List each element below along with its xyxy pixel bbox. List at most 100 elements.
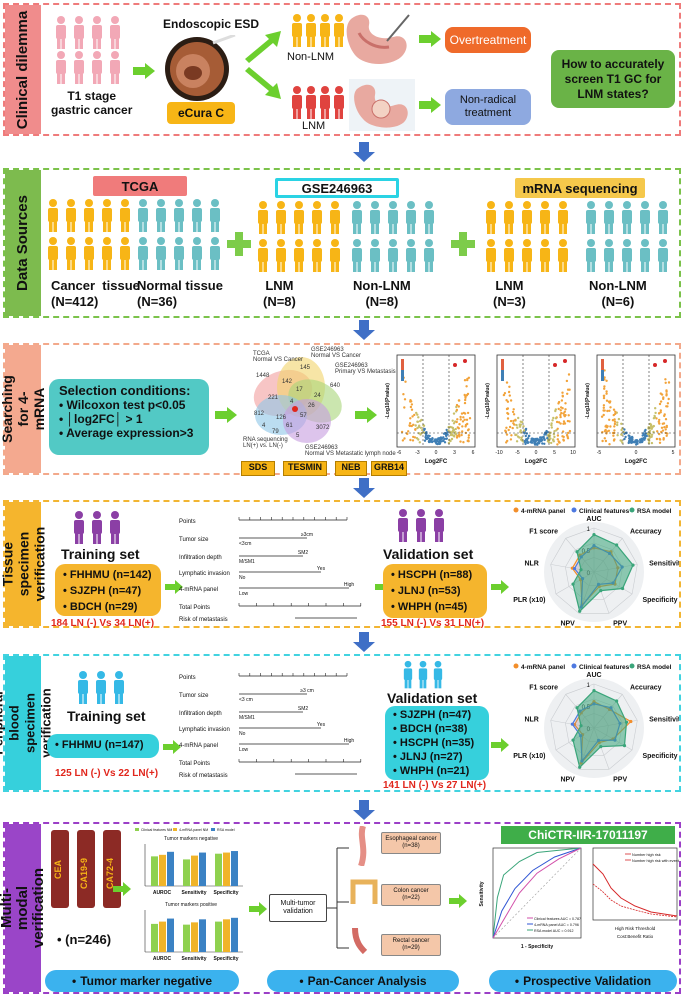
arrow-right-icon [491, 580, 509, 594]
volcano-point [554, 417, 558, 420]
roc-curve [492, 847, 582, 939]
volcano-point [561, 391, 564, 394]
volcano-point [410, 408, 414, 411]
volcano-point [409, 438, 412, 442]
validation-people-icon [403, 660, 443, 689]
endoscopy-image [165, 35, 236, 101]
x-tick-label: 3 [453, 450, 456, 456]
volcano-point [667, 397, 670, 401]
nomogram-row-label: 4-mRNA panel [179, 587, 218, 593]
venn-label-4: RNA sequencing LN(+) vs. LN(-) [243, 437, 288, 449]
volcano-point [620, 433, 623, 436]
volcano-point [529, 441, 532, 444]
volcano-point [556, 438, 559, 441]
volcano-point [464, 398, 467, 402]
covariate-level: High [344, 582, 355, 588]
venn-label-2: GSE246963 Normal VS Cancer [311, 347, 362, 359]
volcano-point [445, 428, 448, 432]
volcano-point [556, 427, 559, 430]
volcano-point [628, 436, 632, 439]
x-tick-label: 0 [435, 450, 438, 456]
volcano-point [650, 433, 654, 436]
volcano-point [443, 437, 446, 441]
venn-count: 61 [286, 423, 293, 429]
bar [159, 921, 166, 952]
volcano-point [459, 440, 462, 443]
volcano-point [557, 402, 560, 405]
volcano-point [523, 432, 526, 435]
validation-item: • JLNJ (n=27) [393, 751, 463, 763]
volcano-point [602, 394, 606, 397]
condition-text: Wilcoxon test p<0.05 [66, 398, 186, 412]
volcano-point [506, 407, 510, 410]
volcano-point [664, 418, 668, 421]
volcano-point [511, 410, 515, 414]
volcano-point [427, 440, 431, 444]
arrow-right-icon [449, 894, 467, 908]
volcano-point [508, 394, 511, 397]
volcano-point [524, 434, 527, 438]
question-box: How to accurately screen T1 GC for LNM s… [551, 50, 675, 108]
validation-item: • WHPH (n=45) [391, 601, 468, 613]
validation-cohort: JLNJ (n=53) [397, 585, 461, 597]
dca-legend-label: Number high risk with event [632, 859, 680, 863]
volcano-point [566, 435, 569, 438]
volcano-point [428, 434, 431, 438]
training-item: • FHHMU (n=147) [55, 739, 144, 751]
volcano-point [556, 434, 560, 437]
esd-label: Endoscopic ESD [163, 17, 260, 31]
volcano-point [442, 432, 446, 435]
roc-curve [492, 847, 582, 939]
validation-ln-count: 141 LN (-) Vs 27 LN(+) [383, 780, 487, 791]
nonlnm-label: Non-LNM [287, 51, 335, 63]
volcano-point [538, 438, 541, 441]
volcano-point [550, 423, 553, 427]
volcano-point [601, 439, 604, 443]
nomogram-row-label: Lymphatic invasion [179, 571, 230, 577]
volcano-point [568, 429, 572, 433]
cancer-tissue-label: Cancer tissue (N=412) [51, 278, 140, 309]
validation-list: • HSCPH (n=88) • JLNJ (n=53) • WHPH (n=4… [383, 564, 487, 618]
volcano-point [463, 418, 466, 421]
training-cohort: BDCH (n=29) [69, 601, 138, 613]
volcano-point [452, 422, 456, 425]
x-tick-label: -10 [495, 450, 502, 456]
gene-grb14: GRB14 [371, 461, 407, 476]
volcano-point [561, 394, 564, 397]
volcano-point [552, 433, 556, 436]
people-normal-tissue-icon [138, 199, 220, 270]
nomogram-row-label: Points [179, 675, 196, 681]
volcano-point [463, 412, 467, 415]
roc-diagonal [492, 847, 582, 939]
volcano-point [506, 411, 509, 415]
bar [151, 923, 158, 952]
radar-axis-label: Sensitivity [649, 561, 679, 568]
radar-point [578, 609, 582, 613]
volcano-point [463, 393, 466, 397]
radar-series [572, 689, 628, 769]
volcano-point [556, 443, 559, 446]
volcano-point [413, 436, 417, 439]
volcano-point [665, 424, 668, 428]
volcano-point [603, 409, 606, 412]
volcano-point [566, 392, 569, 395]
volcano-point [415, 437, 419, 440]
volcano-point [662, 422, 666, 425]
radar-grid [550, 527, 638, 614]
covariate-level: High [344, 738, 355, 744]
volcano-point [614, 410, 617, 413]
volcano-point [546, 437, 549, 440]
cancer-box-rectal: Rectal cancer (n=29) [381, 934, 441, 956]
volcano-point [639, 439, 642, 442]
bar-chart-title: Tumor markers positive [165, 902, 217, 908]
volcano-point [605, 379, 608, 382]
venn-count: 5 [296, 433, 300, 439]
volcano-point [663, 414, 666, 418]
volcano-point [602, 396, 606, 400]
marker-n: (n=246) [65, 932, 112, 947]
marker-n-label: • (n=246) [57, 932, 112, 947]
volcano-point [523, 439, 527, 443]
volcano-point [613, 420, 617, 423]
legend-label: Clinical features [579, 664, 630, 671]
